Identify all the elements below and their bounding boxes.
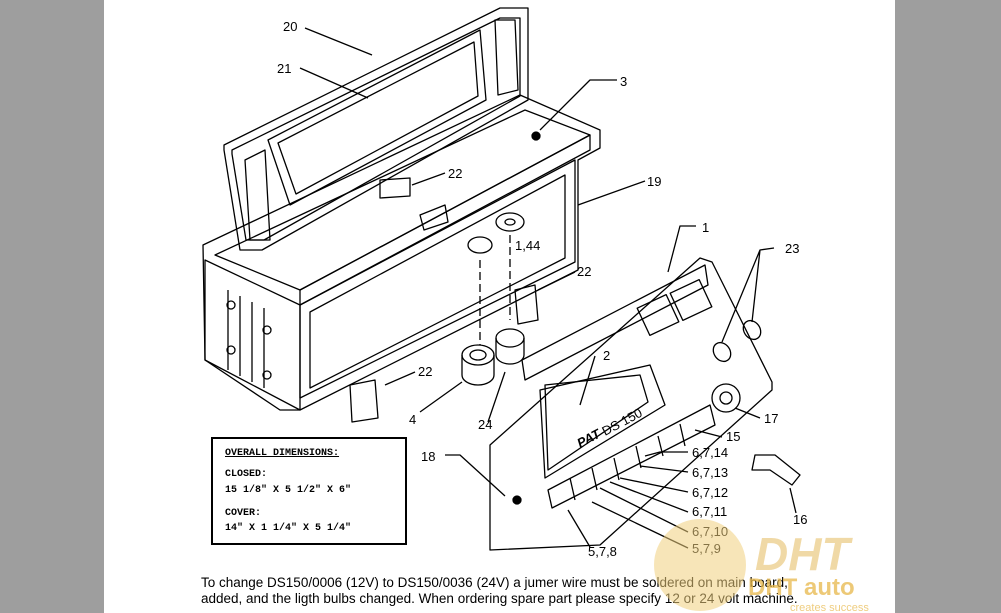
- housing: [202, 94, 601, 411]
- cover-label: COVER:: [225, 508, 262, 519]
- callout-5-7-8: 5,7,8: [588, 544, 617, 559]
- callout-18: 18: [421, 449, 435, 464]
- document-page: PAT DS 150 20 21 3 22 19 1,44 22 1 23 2 …: [104, 0, 895, 613]
- callout-6-7-13: 6,7,13: [692, 465, 728, 480]
- callout-6-7-10: 6,7,10: [692, 524, 728, 539]
- cover-window: [267, 29, 487, 206]
- callout-15: 15: [726, 429, 740, 444]
- closed-value: 15 1/8" X 5 1/2" X 6": [225, 485, 352, 496]
- callout-1: 1: [702, 220, 709, 235]
- callout-22c: 22: [418, 364, 432, 379]
- callout-22a: 22: [448, 166, 462, 181]
- keypad-strip: [547, 404, 716, 509]
- callout-24: 24: [478, 417, 492, 432]
- callout-6-7-14: 6,7,14: [692, 445, 728, 460]
- panel-brand: PAT: [574, 426, 603, 451]
- caption-line-1: To change DS150/0006 (12V) to DS150/0036…: [201, 575, 788, 590]
- callout-23: 23: [785, 241, 799, 256]
- closed-label: CLOSED:: [225, 469, 268, 480]
- callout-4: 4: [409, 412, 416, 427]
- cover-lid: [223, 7, 529, 251]
- callout-19: 19: [647, 174, 661, 189]
- callout-16: 16: [793, 512, 807, 527]
- callout-20: 20: [283, 19, 297, 34]
- callout-21: 21: [277, 61, 291, 76]
- callout-3: 3: [620, 74, 627, 89]
- callout-5-7-9: 5,7,9: [692, 541, 721, 556]
- callout-17: 17: [764, 411, 778, 426]
- callout-1-44: 1,44: [515, 238, 540, 253]
- callout-2: 2: [603, 348, 610, 363]
- overall-dimensions-box: OVERALL DIMENSIONS: CLOSED: 15 1/8" X 5 …: [211, 437, 407, 545]
- cover-value: 14" X 1 1/4" X 5 1/4": [225, 523, 352, 534]
- callout-6-7-11: 6,7,11: [692, 504, 727, 519]
- caption-text: To change DS150/0006 (12V) to DS150/0036…: [201, 575, 891, 607]
- exploded-parts-diagram: PAT DS 150 20 21 3 22 19 1,44 22 1 23 2 …: [202, 7, 807, 559]
- front-panel: [489, 257, 773, 551]
- callout-6-7-12: 6,7,12: [692, 485, 728, 500]
- callout-22b: 22: [577, 264, 591, 279]
- panel-model: DS 150: [599, 405, 644, 439]
- caption-line-2: added, and the ligth bulbs changed. When…: [201, 591, 798, 606]
- dimensions-title: OVERALL DIMENSIONS:: [225, 448, 340, 459]
